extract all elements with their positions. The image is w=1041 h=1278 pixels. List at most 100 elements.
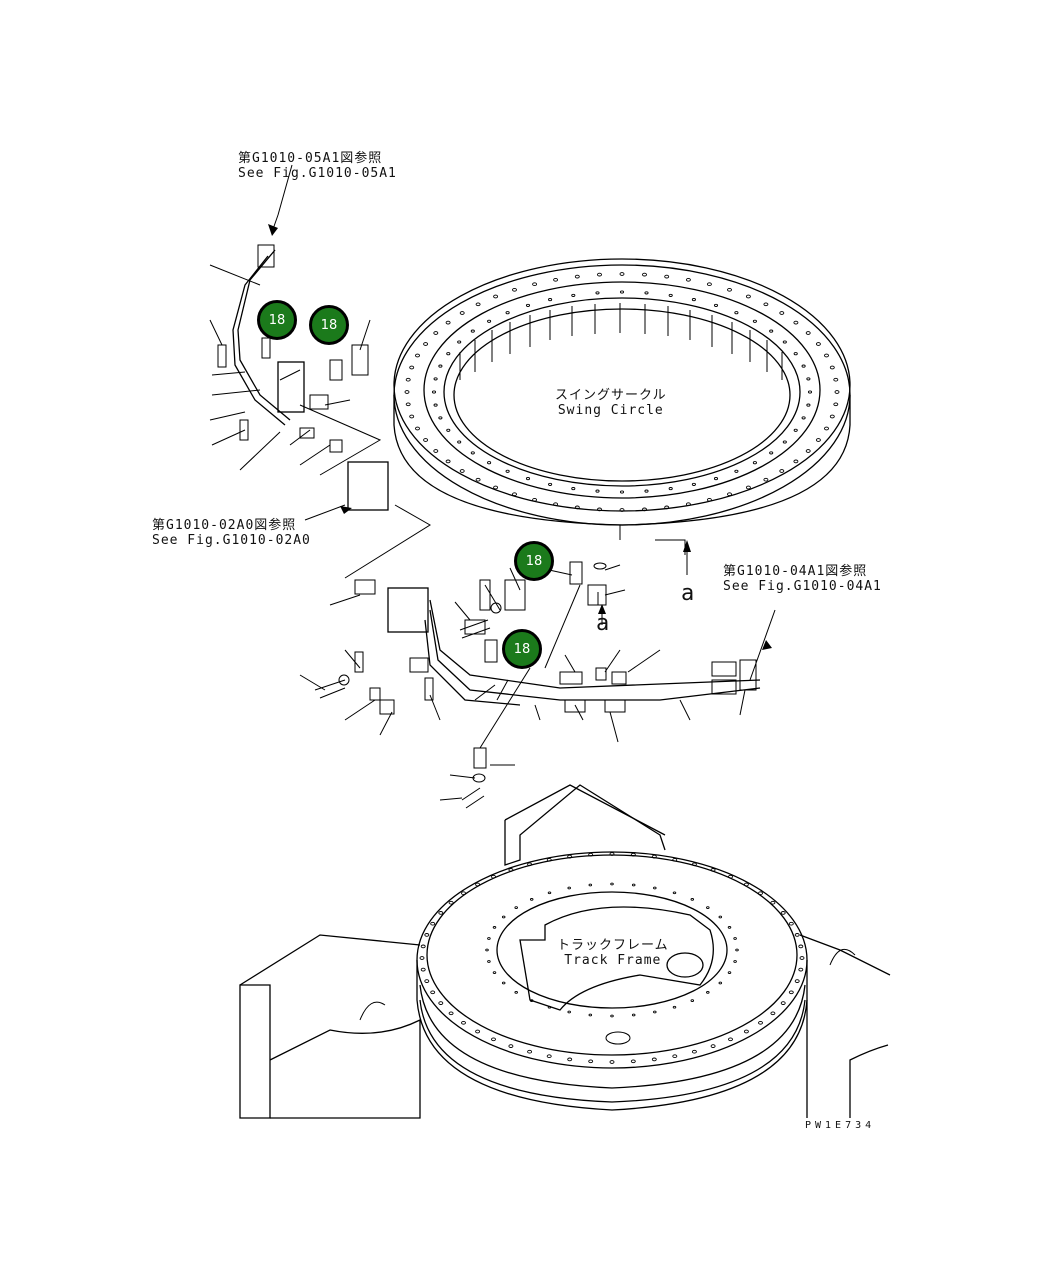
- bolt-hole: [793, 352, 798, 356]
- bolt-hole: [487, 937, 491, 940]
- bolt-hole: [461, 891, 466, 896]
- bolt-hole: [769, 451, 774, 455]
- bolt-hole: [718, 981, 723, 985]
- bolt-hole: [409, 414, 415, 419]
- bolt-hole: [691, 298, 696, 302]
- bolt-hole: [672, 857, 678, 862]
- bolt-hole: [798, 944, 804, 949]
- bolt-hole: [644, 291, 649, 295]
- bolt-hole: [609, 1060, 615, 1064]
- bolt-hole: [588, 883, 593, 887]
- bolt-hole: [445, 459, 451, 464]
- bolt-hole: [710, 868, 716, 872]
- bolt-hole: [806, 377, 811, 381]
- swing-circle-jp: スイングサークル: [555, 388, 667, 403]
- bolt-hole: [610, 882, 614, 886]
- bolt-hole: [780, 1001, 786, 1005]
- bolt-hole: [824, 353, 829, 358]
- bolt-hole: [459, 469, 465, 473]
- bolt-hole: [824, 426, 829, 431]
- view-a-label-1: a: [681, 581, 696, 606]
- callout-badge-18[interactable]: 18: [309, 305, 349, 345]
- leader-lines: [209, 264, 746, 801]
- bolt-hole: [718, 915, 723, 919]
- bolt-hole: [567, 1010, 571, 1014]
- bolt-hole: [745, 294, 751, 299]
- bolt-hole: [668, 293, 673, 297]
- bolt-hole: [448, 1011, 454, 1016]
- bolt-hole: [672, 891, 677, 895]
- bolt-hole: [630, 852, 636, 857]
- callout-badge-18[interactable]: 18: [502, 629, 542, 669]
- bolt-hole: [780, 911, 786, 915]
- callout-badge-18[interactable]: 18: [257, 300, 297, 340]
- bolt-hole: [728, 874, 733, 879]
- bolt-hole: [475, 302, 481, 307]
- bolt-hole: [424, 979, 430, 983]
- bolt-hole: [619, 290, 625, 294]
- bolt-hole: [833, 377, 839, 382]
- bolt-hole: [475, 1029, 481, 1034]
- bolt-hole: [595, 489, 600, 493]
- bolt-hole: [505, 469, 510, 473]
- bolt-hole: [793, 428, 798, 432]
- bolt-hole: [438, 364, 443, 368]
- bolt-hole: [597, 507, 602, 512]
- bolt-hole: [829, 365, 835, 370]
- bolt-hole: [815, 342, 821, 346]
- bolt-hole: [690, 898, 695, 901]
- bolt-hole: [493, 294, 499, 299]
- bolt-hole: [553, 277, 559, 282]
- swing-circle-drawing: [393, 258, 851, 526]
- bolt-hole: [574, 505, 580, 510]
- bolt-hole: [763, 477, 769, 482]
- bolt-hole: [734, 469, 739, 473]
- bolt-hole: [420, 944, 426, 949]
- reference-label-g1010-05a1: 第G1010-05A1図参照 See Fig.G1010-05A1: [238, 151, 397, 181]
- swing-circle-label: スイングサークル Swing Circle: [555, 388, 667, 418]
- bolt-hole: [664, 505, 670, 510]
- bolt-hole: [794, 933, 800, 937]
- bolt-hole: [829, 414, 835, 419]
- bolt-hole: [405, 402, 411, 407]
- bolt-hole: [758, 891, 763, 896]
- bolt-hole: [448, 900, 454, 905]
- bolt-hole: [727, 287, 732, 292]
- bolt-hole: [651, 854, 657, 859]
- bolt-hole: [512, 287, 517, 292]
- bolt-hole: [745, 485, 751, 490]
- callout-badge-18[interactable]: 18: [514, 541, 554, 581]
- bolt-hole: [793, 459, 799, 464]
- bolt-hole: [532, 497, 538, 502]
- bolt-hole: [733, 960, 737, 963]
- bolt-hole: [527, 1049, 533, 1054]
- bolt-hole: [438, 1001, 444, 1005]
- bolt-hole: [630, 1059, 636, 1064]
- bolt-hole: [548, 482, 553, 486]
- bolt-hole: [690, 999, 695, 1002]
- bolt-hole: [610, 1014, 614, 1018]
- bolt-hole: [644, 489, 649, 493]
- reference-en: See Fig.G1010-02A0: [152, 533, 311, 548]
- bolt-hole: [457, 440, 462, 444]
- bolt-hole: [763, 302, 769, 307]
- bolt-hole: [833, 402, 839, 407]
- bolt-hole: [525, 477, 531, 481]
- bolt-hole: [508, 868, 514, 872]
- bolt-hole: [770, 1011, 776, 1016]
- bolt-hole: [505, 311, 510, 315]
- bolt-hole: [664, 274, 670, 279]
- bolt-hole: [691, 862, 697, 867]
- view-a-label-2: a: [596, 611, 611, 636]
- bolt-hole: [487, 960, 491, 963]
- reference-jp: 第G1010-04A1図参照: [723, 564, 868, 579]
- bolt-hole: [805, 449, 811, 453]
- bolt-hole: [433, 449, 439, 453]
- bolt-hole: [430, 921, 436, 926]
- bolt-hole: [619, 490, 625, 494]
- bolt-hole: [419, 956, 425, 960]
- bolt-hole: [423, 342, 429, 346]
- bolt-hole: [487, 461, 492, 465]
- bolt-hole: [567, 886, 571, 890]
